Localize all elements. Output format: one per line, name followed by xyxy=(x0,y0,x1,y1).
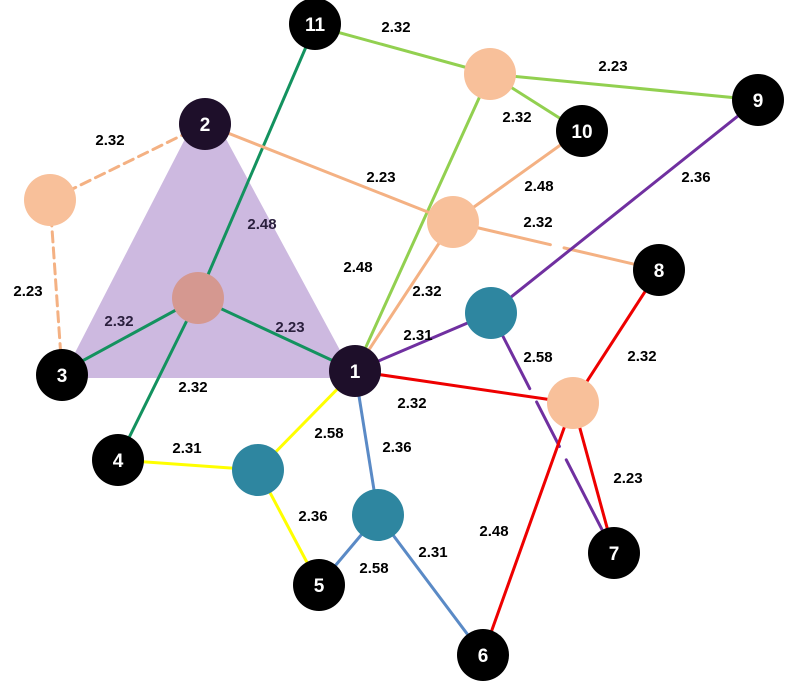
node-6-circle xyxy=(457,629,509,681)
hub-rose xyxy=(172,272,224,324)
edge-label-peach-top-10: 2.32 xyxy=(502,109,531,126)
numbered-nodes: 1 2 3 4 5 6 7 8 9 10 11 xyxy=(36,0,784,681)
edge-label-peach-mid-8: 2.32 xyxy=(523,214,552,231)
node-4-circle xyxy=(92,434,144,486)
edge-label-5-teal-bottom: 2.58 xyxy=(359,560,388,577)
hub-peach-top xyxy=(464,48,516,100)
edge-11-rose xyxy=(196,24,317,300)
edge-label-4-rose: 2.32 xyxy=(178,379,207,396)
edge-2-peach-left xyxy=(48,122,207,202)
node-11-label: 11 xyxy=(305,15,326,36)
node-3-label: 3 xyxy=(57,366,68,387)
edge-teal-bottom-6 xyxy=(376,513,485,657)
edge-label-11-rose: 2.48 xyxy=(247,216,276,233)
edge-label-1-peach-mid: 2.32 xyxy=(412,283,441,300)
edge-2-peach-mid xyxy=(203,122,455,224)
hub-peach-left xyxy=(24,174,76,226)
node-10-label: 10 xyxy=(571,122,592,143)
edge-label-2-peach-left: 2.32 xyxy=(95,132,124,149)
edge-peach-mid-1 xyxy=(353,220,455,373)
edge-label-2-peach-mid: 2.23 xyxy=(366,169,395,186)
edge-labels: 2.32 2.23 2.32 2.32 2.23 2.23 2.48 2.32 … xyxy=(13,19,710,577)
hub-teal-bottom xyxy=(352,489,404,541)
node-9-circle xyxy=(732,74,784,126)
node-8-label: 8 xyxy=(654,261,665,282)
node-8-circle xyxy=(633,244,685,296)
edge-label-9-teal-top: 2.36 xyxy=(681,169,710,186)
edge-label-4-teal-left: 2.31 xyxy=(172,440,201,457)
edge-label-peach-right-7: 2.23 xyxy=(613,470,642,487)
edge-label-peach-right-6: 2.48 xyxy=(479,523,508,540)
hub-teal-top xyxy=(465,287,517,339)
node-4-label: 4 xyxy=(113,451,124,472)
hub-nodes xyxy=(24,48,599,541)
node-7-circle xyxy=(588,527,640,579)
edge-rose-1 xyxy=(196,296,357,373)
node-5-label: 5 xyxy=(314,576,325,597)
edge-peach-left-3 xyxy=(48,198,64,374)
node-2-circle xyxy=(179,98,231,150)
hub-teal-left xyxy=(232,444,284,496)
edge-label-3-rose: 2.32 xyxy=(104,313,133,330)
edge-teal-top-7 xyxy=(489,311,616,555)
edge-peach-top-9 xyxy=(488,72,760,102)
node-5-circle xyxy=(293,559,345,611)
edge-label-teal-top-7: 2.58 xyxy=(523,349,552,366)
edge-label-teal-left-5: 2.36 xyxy=(298,508,327,525)
edge-label-10-peach-mid: 2.48 xyxy=(524,178,553,195)
edge-peach-mid-8 xyxy=(451,220,661,272)
edge-teal-top-9 xyxy=(489,98,760,315)
edge-label-1-peach-right: 2.32 xyxy=(397,395,426,412)
edge-peach-right-6 xyxy=(481,401,575,657)
edge-label-1-peach-top: 2.48 xyxy=(343,259,372,276)
triangle-region xyxy=(62,100,355,378)
edge-10-peach-mid xyxy=(451,129,582,224)
node-9-label: 9 xyxy=(753,91,764,112)
edge-label-11-peach-top: 2.32 xyxy=(381,19,410,36)
node-3-circle xyxy=(36,349,88,401)
edge-label-peach-top-9: 2.23 xyxy=(598,58,627,75)
edge-11-peach-top xyxy=(313,24,492,76)
node-7-label: 7 xyxy=(609,544,620,565)
hub-peach-right xyxy=(547,377,599,429)
edge-label-1-teal-bottom: 2.36 xyxy=(382,439,411,456)
edge-label-1-teal-top: 2.31 xyxy=(403,327,432,344)
node-6-label: 6 xyxy=(478,646,489,667)
node-11-circle xyxy=(289,0,341,50)
edge-label-1-rose: 2.23 xyxy=(275,319,304,336)
edge-peach-top-1 xyxy=(353,72,492,373)
node-1-circle xyxy=(329,345,381,397)
edge-label-peach-left-3: 2.23 xyxy=(13,283,42,300)
edge-rose-4 xyxy=(116,296,200,462)
edge-label-8-peach-right: 2.32 xyxy=(627,348,656,365)
edge-label-1-teal-left: 2.58 xyxy=(314,425,343,442)
edge-8-peach-right xyxy=(571,268,661,405)
node-1-label: 1 xyxy=(350,362,361,383)
edge-1-peach-right xyxy=(353,369,575,405)
node-2-label: 2 xyxy=(200,115,211,136)
node-10-circle xyxy=(556,105,608,157)
hub-peach-mid xyxy=(427,196,479,248)
edge-label-teal-bottom-6: 2.31 xyxy=(418,544,447,561)
